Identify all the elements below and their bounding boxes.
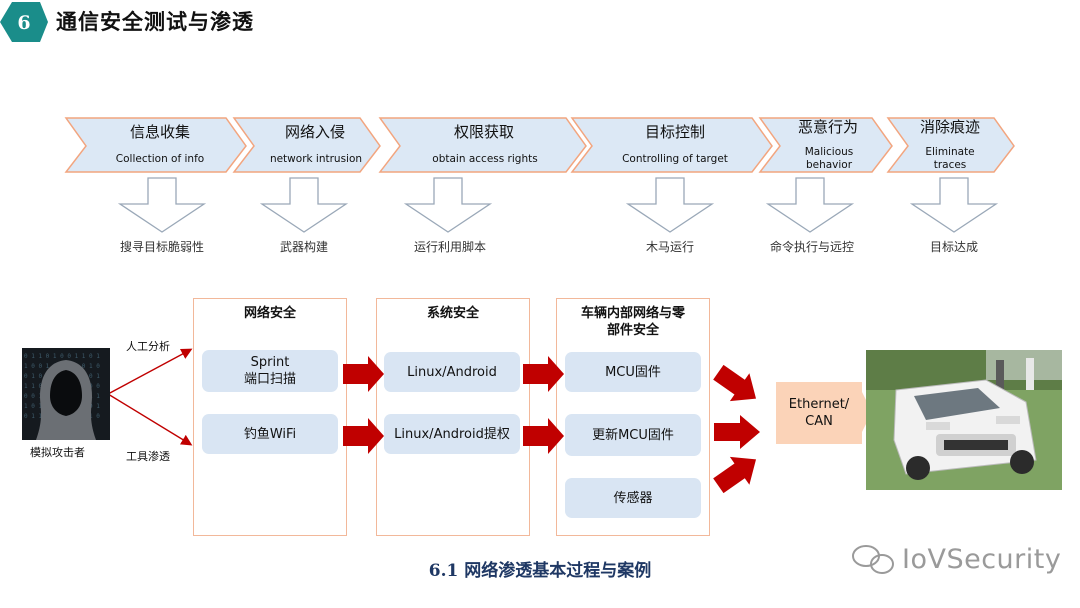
- svg-text:0 1 1 0 1 0 0 1 1 0 1: 0 1 1 0 1 0 0 1 1 0 1: [24, 353, 100, 360]
- down-arrow-icon: [403, 177, 493, 233]
- step-title-access: 权限获取: [453, 123, 515, 141]
- red-arrow-icon: [713, 364, 757, 402]
- step-subtitle-eliminate-line1: Eliminate: [925, 146, 975, 158]
- chevron-step-2: [232, 117, 381, 173]
- down-arrows: [117, 177, 999, 233]
- pill-privilege-escalation: Linux/Android提权: [384, 414, 520, 454]
- car-photo-icon: [866, 350, 1062, 490]
- step-title-collection: 信息收集: [129, 123, 191, 141]
- action-label-command: 命令执行与远控: [769, 240, 855, 254]
- chevron-step-5: [758, 117, 893, 173]
- network-security-title: 网络安全: [243, 306, 296, 321]
- action-label-weapon: 武器构建: [279, 240, 329, 254]
- path-label-manual: 人工分析: [126, 340, 170, 353]
- figure-caption: 6.1 网络渗透基本过程与案例: [428, 561, 652, 581]
- chevron-step-3: [378, 117, 587, 173]
- step-title-malicious: 恶意行为: [797, 118, 859, 136]
- step-subtitle-intrusion: network intrusion: [269, 153, 363, 165]
- pill-sensor: 传感器: [565, 478, 701, 518]
- step-title-control: 目标控制: [644, 123, 706, 141]
- action-label-goal: 目标达成: [929, 240, 979, 254]
- chevron-step-6: [886, 117, 1015, 173]
- step-subtitle-malicious: Malicious behavior: [805, 146, 854, 172]
- chevron-step-4: [570, 117, 773, 173]
- red-arrow-icon: [713, 456, 757, 494]
- ethernet-can-line1: Ethernet/: [788, 397, 850, 412]
- pill-mcu-firmware: MCU固件: [565, 352, 701, 392]
- page-title: 通信安全测试与渗透: [56, 10, 254, 34]
- step-subtitle-eliminate: Eliminate traces: [925, 146, 974, 172]
- hacker-icon: 0 1 1 0 1 0 0 1 1 0 1 1 0 0 1 0 1 1 0 0 …: [22, 348, 110, 440]
- attacker-label: 模拟攻击者: [30, 446, 85, 459]
- branch-line-manual: [107, 348, 193, 395]
- pill-port-scan: Sprint 端口扫描: [202, 350, 338, 392]
- down-arrow-icon: [909, 177, 999, 233]
- red-arrow-icon: [343, 418, 384, 454]
- ethernet-can-line2: CAN: [805, 414, 833, 429]
- down-arrow-icon: [625, 177, 715, 233]
- vehicle-security-title-line2: 部件安全: [606, 323, 659, 338]
- vehicle-security-title-line1: 车辆内部网络与零: [580, 306, 685, 321]
- pill-linux-android: Linux/Android: [384, 352, 520, 392]
- step-subtitle-access: obtain access rights: [432, 153, 538, 165]
- watermark-text: IoVSecurity: [902, 544, 1062, 575]
- pill-port-scan-line1: Sprint: [250, 355, 290, 370]
- step-subtitle-malicious-line2: behavior: [805, 159, 853, 171]
- red-arrow-icon: [714, 415, 760, 449]
- wechat-logo-icon: [852, 545, 894, 574]
- step-subtitle-eliminate-line2: traces: [933, 159, 967, 171]
- chevron-step-1: [64, 117, 247, 173]
- action-label-trojan: 木马运行: [645, 240, 695, 254]
- ethernet-can-box: Ethernet/ CAN: [776, 382, 862, 444]
- action-label-exploit: 运行利用脚本: [413, 240, 487, 254]
- step-subtitle-malicious-line1: Malicious: [804, 146, 854, 158]
- step-subtitle-control: Controlling of target: [622, 153, 728, 165]
- pill-phishing-wifi: 钓鱼WiFi: [202, 414, 338, 454]
- down-arrow-icon: [117, 177, 207, 233]
- pill-phishing-wifi-label: 钓鱼WiFi: [243, 426, 297, 442]
- pill-port-scan-line2: 端口扫描: [243, 372, 296, 387]
- path-label-tool: 工具渗透: [126, 450, 170, 463]
- step-subtitle-collection: Collection of info: [115, 153, 205, 165]
- down-arrow-icon: [259, 177, 349, 233]
- section-badge: 6: [0, 2, 48, 42]
- red-arrow-icon: [523, 356, 564, 392]
- branch-line-tool: [107, 393, 193, 446]
- section-number: 6: [17, 12, 30, 34]
- flow-arrows: [107, 348, 872, 494]
- red-arrow-icon: [343, 356, 384, 392]
- action-label-scan: 搜寻目标脆弱性: [119, 240, 205, 254]
- vehicle-security-title: 车辆内部网络与零 部件安全: [556, 305, 710, 339]
- down-arrow-icon: [765, 177, 855, 233]
- red-arrow-icon: [523, 418, 564, 454]
- step-title-intrusion: 网络入侵: [284, 123, 346, 141]
- step-title-eliminate: 消除痕迹: [919, 118, 981, 136]
- system-security-title: 系统安全: [426, 306, 479, 321]
- pill-update-mcu: 更新MCU固件: [565, 414, 701, 456]
- process-chevrons: [64, 117, 1015, 173]
